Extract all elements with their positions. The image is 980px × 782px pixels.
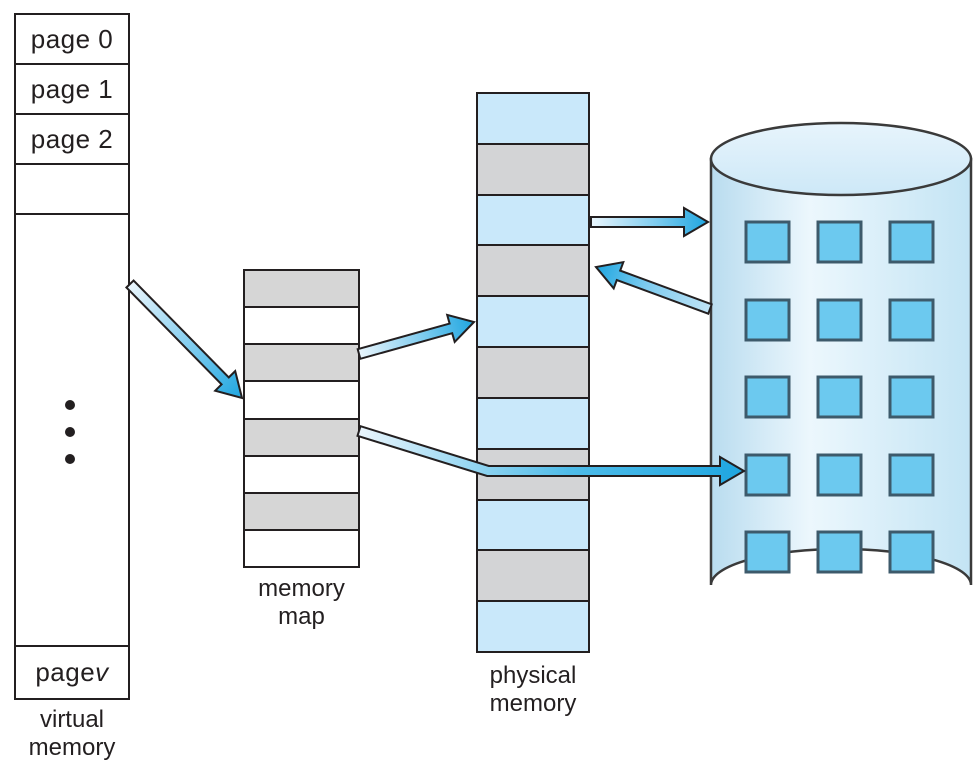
disk-block bbox=[744, 530, 791, 574]
physical-memory-frame bbox=[478, 297, 588, 349]
virtual-memory-label: virtual memory bbox=[8, 706, 136, 762]
memory-map-cell bbox=[245, 308, 358, 346]
disk-block bbox=[744, 375, 791, 419]
virtual-memory-cell-page0: page 0 bbox=[16, 15, 128, 65]
virtual-memory-cell-empty bbox=[16, 165, 128, 215]
memory-map-label: memory map bbox=[237, 575, 366, 631]
disk-block bbox=[816, 375, 863, 419]
disk-block bbox=[816, 530, 863, 574]
physical-memory-label-line2: memory bbox=[489, 690, 577, 717]
memory-map-cell bbox=[245, 493, 358, 531]
ellipsis-dot bbox=[65, 400, 75, 410]
virtual-memory-cell-page1: page 1 bbox=[16, 65, 128, 115]
page-v-variable: v bbox=[95, 657, 109, 687]
virtual-memory-cell-page2: page 2 bbox=[16, 115, 128, 165]
physical-memory-frame bbox=[478, 195, 588, 247]
memory-map-label-line2: map bbox=[278, 603, 325, 630]
memory-map-label-line1: memory bbox=[258, 575, 345, 602]
disk-block bbox=[816, 220, 863, 264]
disk-cylinder-top bbox=[709, 121, 973, 197]
disk-block bbox=[888, 530, 935, 574]
physical-memory-frame bbox=[478, 94, 588, 145]
virtual-memory-cell-unmapped-region bbox=[16, 215, 128, 647]
disk-block bbox=[888, 220, 935, 264]
arrow-map-to-physical bbox=[356, 313, 476, 361]
physical-memory-label: physical memory bbox=[470, 662, 596, 718]
disk-block bbox=[888, 298, 935, 342]
arrow-disk-to-physical bbox=[594, 260, 713, 315]
virtual-memory-column: page 0 page 1 page 2 page v bbox=[14, 13, 130, 700]
physical-memory-frame bbox=[478, 348, 588, 399]
disk-cylinder-body bbox=[709, 157, 973, 586]
physical-memory-frame bbox=[478, 144, 588, 196]
disk-block bbox=[888, 375, 935, 419]
memory-map-cell bbox=[245, 271, 358, 309]
ellipsis-dot bbox=[65, 454, 75, 464]
disk-block bbox=[888, 453, 935, 497]
ellipsis-dot bbox=[65, 427, 75, 437]
virtual-memory-cell-pagev: page v bbox=[16, 647, 128, 698]
virtual-memory-label-line2: memory bbox=[28, 734, 116, 761]
physical-memory-frame bbox=[478, 449, 588, 501]
disk-block bbox=[744, 220, 791, 264]
disk-block bbox=[816, 453, 863, 497]
disk-block bbox=[744, 298, 791, 342]
disk-block bbox=[744, 453, 791, 497]
memory-map-cell bbox=[245, 456, 358, 494]
physical-memory-column bbox=[476, 92, 590, 653]
physical-memory-label-line1: physical bbox=[489, 662, 577, 689]
memory-map-cell bbox=[245, 530, 358, 566]
arrow-physical-to-disk bbox=[590, 206, 710, 238]
memory-map-cell bbox=[245, 345, 358, 383]
disk-blocks-grid bbox=[744, 220, 935, 574]
disk-block bbox=[816, 298, 863, 342]
physical-memory-frame bbox=[478, 602, 588, 651]
arrow-virtual-to-map bbox=[124, 279, 244, 400]
memory-map-column bbox=[243, 269, 360, 568]
page-v-prefix: page bbox=[35, 657, 96, 687]
virtual-memory-label-line1: virtual bbox=[39, 706, 105, 733]
physical-memory-frame bbox=[478, 246, 588, 298]
physical-memory-frame bbox=[478, 551, 588, 603]
physical-memory-frame bbox=[478, 398, 588, 450]
physical-memory-frame bbox=[478, 500, 588, 552]
memory-map-cell bbox=[245, 419, 358, 457]
memory-map-cell bbox=[245, 382, 358, 420]
